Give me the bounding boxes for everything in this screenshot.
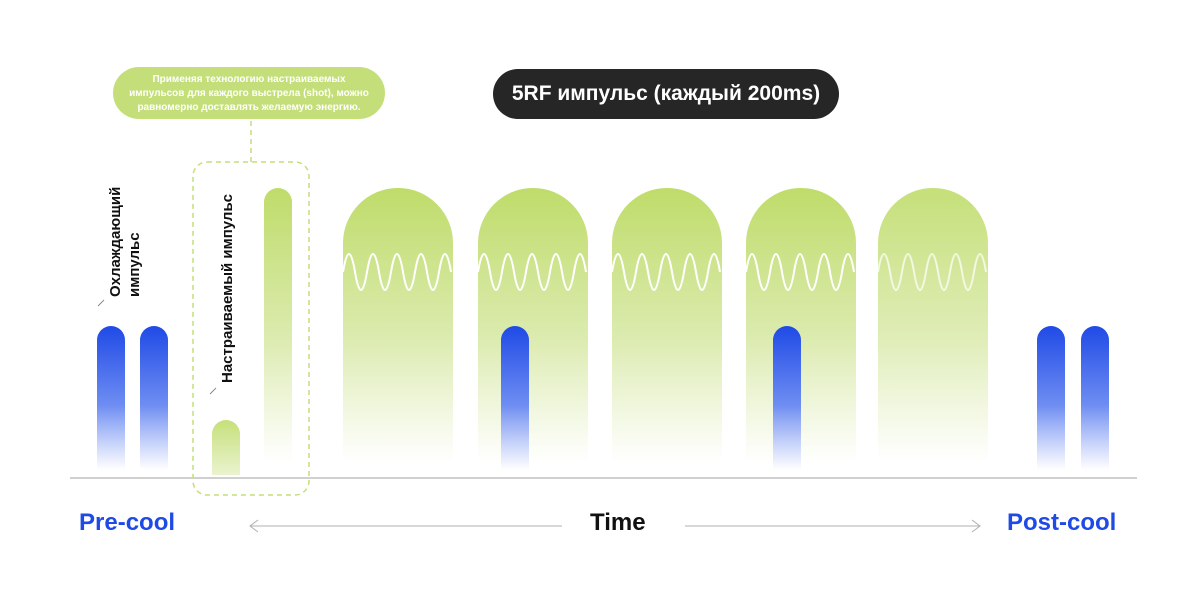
adjustable-label-tick <box>209 387 217 395</box>
intercool-pulse-2 <box>773 326 801 470</box>
rf-wave-1 <box>342 253 452 291</box>
adjustable-pulse-label: Настраиваемый импульс <box>219 193 236 383</box>
cooling-pulse-label-line-2: импульс <box>126 232 143 297</box>
time-arrow-left-head <box>249 519 259 533</box>
postcool-pulse-2 <box>1081 326 1109 470</box>
rf-pulse-5 <box>878 188 988 463</box>
precool-label: Pre-cool <box>79 509 176 536</box>
postcool-pulse-1 <box>1037 326 1065 470</box>
cooling-pulse-label: Охлаждающий импульс <box>106 187 144 297</box>
description-callout: Применяя технологию настраиваемых импуль… <box>113 67 385 119</box>
intercool-pulse-1 <box>501 326 529 470</box>
precool-pulse-2 <box>140 326 168 470</box>
rf-wave-3 <box>611 253 721 291</box>
adjustable-pulse-tall <box>264 188 292 463</box>
adjustable-pulse-small <box>212 420 240 475</box>
precool-pulse-1 <box>97 326 125 470</box>
time-label: Time <box>590 509 646 536</box>
postcool-label: Post-cool <box>1007 509 1117 536</box>
rf-pulse-3 <box>612 188 722 463</box>
time-arrow-right-head <box>971 519 981 533</box>
description-line-2: импульсов для каждого выстрела (shot), м… <box>129 88 369 99</box>
rf-pulse-1 <box>343 188 453 463</box>
cooling-label-tick <box>97 299 105 307</box>
rf-wave-4 <box>745 253 855 291</box>
rf-wave-5 <box>877 253 987 291</box>
adjustable-pulse-bracket <box>192 161 310 496</box>
description-line-3: равномерно доставлять желаемую энергию. <box>137 102 361 113</box>
description-line-1: Применяя технологию настраиваемых <box>152 74 346 85</box>
rf-pulse-callout: 5RF импульс (каждый 200ms) <box>493 69 839 119</box>
rf-pulse-2 <box>478 188 588 463</box>
cooling-pulse-label-line-1: Охлаждающий <box>107 186 124 297</box>
rf-wave-2 <box>477 253 587 291</box>
